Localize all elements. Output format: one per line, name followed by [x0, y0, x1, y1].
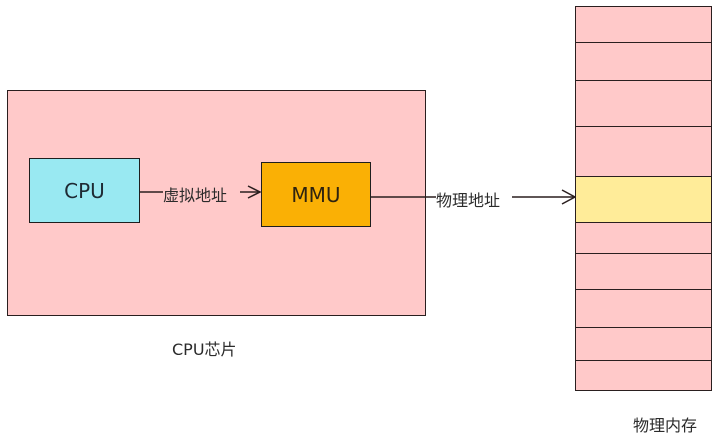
cpu-label: CPU: [64, 178, 105, 203]
cpu-box: CPU: [29, 158, 140, 223]
memory-row: [576, 81, 711, 127]
memory-row: [576, 254, 711, 290]
memory-row: [576, 43, 711, 81]
memory-row: [576, 7, 711, 43]
physical-address-arrowhead: [561, 189, 577, 205]
cpu-chip-caption: CPU芯片: [172, 340, 237, 359]
memory-row: [576, 223, 711, 254]
memory-row-highlighted: [576, 177, 711, 223]
memory-row: [576, 127, 711, 177]
memory-row: [576, 290, 711, 328]
physical-memory-caption: 物理内存: [633, 416, 698, 435]
physical-address-label: 物理地址: [436, 191, 501, 210]
memory-row: [576, 361, 711, 390]
memory-row: [576, 328, 711, 361]
mmu-box: MMU: [261, 162, 371, 227]
mmu-label: MMU: [291, 182, 341, 207]
virtual-address-label: 虚拟地址: [163, 186, 228, 205]
physical-memory: [575, 6, 712, 391]
